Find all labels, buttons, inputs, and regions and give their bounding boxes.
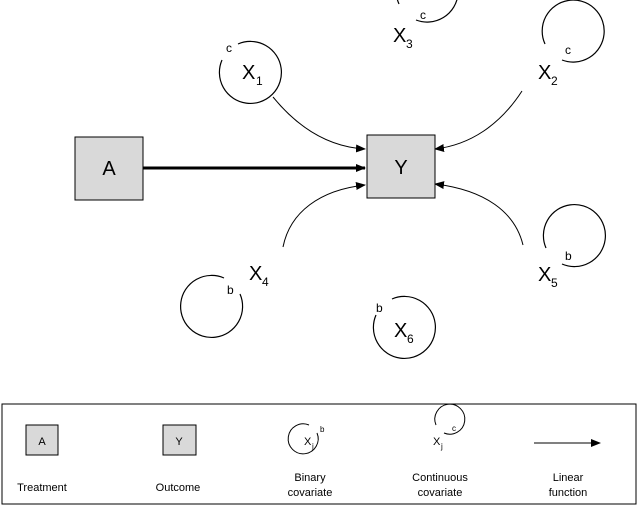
covariate-letter: X [393, 25, 406, 47]
legend-continuous-caption-2: covariate [418, 487, 463, 499]
legend-continuous-covariate: c X j Continuous covariate [412, 403, 468, 499]
covariate-node-x5: b X 5 [538, 204, 606, 290]
edge-x1-to-y [272, 96, 366, 153]
covariate-node-x2: c X 2 [538, 0, 605, 88]
outcome-node: Y [366, 134, 436, 199]
covariate-index: 4 [262, 275, 269, 289]
treatment-node: A [74, 136, 144, 201]
covariate-type-label: b [565, 249, 572, 263]
covariate-index: 5 [551, 276, 558, 290]
covariate-index: 1 [256, 74, 263, 88]
legend-binary-caption-2: covariate [288, 487, 333, 499]
legend-continuous-index: j [440, 442, 443, 451]
covariate-type-label: b [376, 301, 383, 315]
legend-continuous-caption-1: Continuous [412, 472, 468, 484]
legend-outcome-caption: Outcome [156, 482, 201, 494]
legend-treatment-symbol: A [38, 436, 46, 448]
covariate-index: 3 [406, 37, 413, 51]
covariate-letter: X [242, 62, 255, 84]
edge-x5-to-y [434, 181, 524, 246]
covariate-letter: X [538, 264, 551, 286]
legend-outcome-symbol: Y [175, 436, 183, 448]
edge-x4-to-y [282, 182, 366, 248]
covariate-type-label: c [420, 8, 426, 22]
covariate-letter: X [394, 320, 407, 342]
legend-outcome: Y Outcome [156, 424, 201, 494]
covariate-index: 6 [407, 332, 414, 346]
covariate-type-label: c [226, 41, 232, 55]
covariate-node-x4: b X 4 [180, 263, 269, 338]
outcome-label: Y [394, 157, 407, 179]
covariate-letter: X [249, 263, 262, 285]
legend-binary-letter: X [304, 436, 312, 448]
covariate-node-x3: c X 3 [393, 0, 458, 51]
legend-continuous-type: c [452, 424, 456, 433]
edge-x2-to-y [434, 90, 523, 152]
legend-linear-caption-1: Linear [553, 472, 584, 484]
covariate-node-x1: c X 1 [218, 40, 282, 104]
legend-binary-caption-1: Binary [294, 472, 326, 484]
covariate-type-label: b [227, 283, 234, 297]
legend-binary-covariate: b X j Binary covariate [288, 423, 333, 499]
covariate-node-x6: b X 6 [372, 295, 436, 359]
legend-linear-function: Linear function [534, 439, 601, 499]
covariate-letter: X [538, 62, 551, 84]
legend-frame [1, 403, 637, 505]
legend-treatment-caption: Treatment [17, 482, 67, 494]
treatment-label: A [102, 158, 116, 180]
covariate-type-label: c [565, 43, 571, 57]
legend-linear-caption-2: function [549, 487, 588, 499]
legend-binary-type: b [320, 425, 325, 434]
legend-binary-index: j [311, 442, 314, 451]
covariate-index: 2 [551, 74, 558, 88]
legend-continuous-letter: X [433, 436, 441, 448]
legend-treatment: A Treatment [17, 424, 67, 494]
